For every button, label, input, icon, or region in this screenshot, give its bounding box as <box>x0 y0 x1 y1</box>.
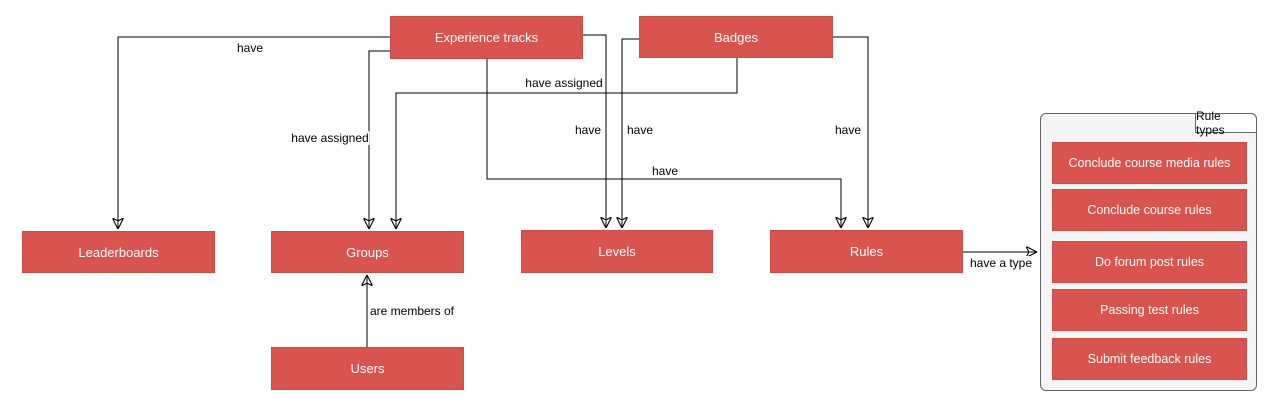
edge-badges-levels <box>622 38 639 227</box>
edge-badges-rules <box>833 36 868 227</box>
edge-label-have-badges-levels: have <box>625 123 655 137</box>
rule-type-item-do-forum-post[interactable]: Do forum post rules <box>1052 241 1247 283</box>
panel-rule-types[interactable]: Rule types Conclude course media rules C… <box>1040 109 1257 391</box>
rule-type-item-submit-feedback[interactable]: Submit feedback rules <box>1052 338 1247 380</box>
node-label: Levels <box>598 244 636 259</box>
node-users[interactable]: Users <box>271 347 464 390</box>
panel-title: Rule types <box>1195 109 1257 137</box>
edge-label-have-assigned-badges-groups: have assigned <box>524 76 604 90</box>
node-label: Experience tracks <box>434 30 539 45</box>
rule-type-item-conclude-course[interactable]: Conclude course rules <box>1052 189 1247 231</box>
edge-label-have-leaderboards: have <box>235 41 265 55</box>
node-rules[interactable]: Rules <box>770 230 963 273</box>
node-groups[interactable]: Groups <box>271 231 464 273</box>
rule-type-item-conclude-course-media[interactable]: Conclude course media rules <box>1052 142 1247 184</box>
edge-label-have-a-type: have a type <box>968 256 1034 270</box>
node-levels[interactable]: Levels <box>521 230 713 273</box>
node-label: Rules <box>849 244 884 259</box>
node-leaderboards[interactable]: Leaderboards <box>22 231 215 273</box>
node-label: Badges <box>713 29 759 45</box>
edge-badges-groups <box>396 58 738 228</box>
edge-experience-tracks-rules <box>486 59 841 227</box>
node-label: Leaderboards <box>78 244 159 260</box>
edge-label-have-badges-rules: have <box>833 123 863 137</box>
node-badges[interactable]: Badges <box>639 16 833 58</box>
rule-type-item-passing-test[interactable]: Passing test rules <box>1052 289 1247 331</box>
edge-label-have-rules: have <box>650 164 680 178</box>
edge-experience-tracks-levels <box>583 34 606 227</box>
edge-label-have-levels: have <box>573 123 603 137</box>
node-experience-tracks[interactable]: Experience tracks <box>390 16 583 59</box>
node-label: Groups <box>346 244 389 260</box>
edge-experience-tracks-groups <box>369 50 390 228</box>
edge-label-are-members-of: are members of <box>368 304 456 318</box>
edge-label-have-assigned-groups: have assigned <box>290 131 370 145</box>
edge-experience-tracks-leaderboards <box>118 36 390 228</box>
node-label: Users <box>350 361 385 376</box>
